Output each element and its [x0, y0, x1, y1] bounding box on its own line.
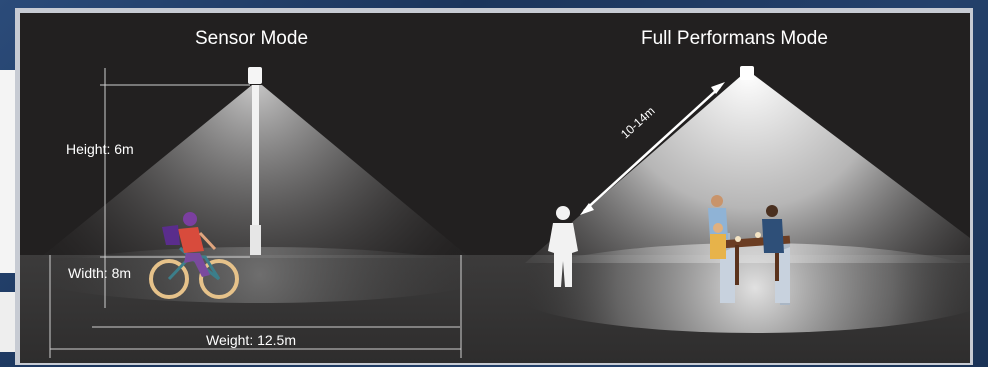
light-scene-graphics	[20, 13, 970, 363]
sensor-mode-title: Sensor Mode	[195, 28, 308, 50]
pole-base	[250, 225, 261, 255]
height-label: Height: 6m	[66, 141, 134, 157]
weight-label: Weight: 12.5m	[206, 332, 296, 348]
lighting-illustration: Sensor Mode Full Performans Mode Height:…	[20, 13, 970, 363]
full-performance-mode-title: Full Performans Mode	[641, 28, 828, 50]
width-label: Width: 8m	[68, 265, 131, 281]
right-lamp	[740, 66, 754, 80]
full-light-cone	[525, 75, 970, 263]
left-lamp	[248, 67, 262, 84]
